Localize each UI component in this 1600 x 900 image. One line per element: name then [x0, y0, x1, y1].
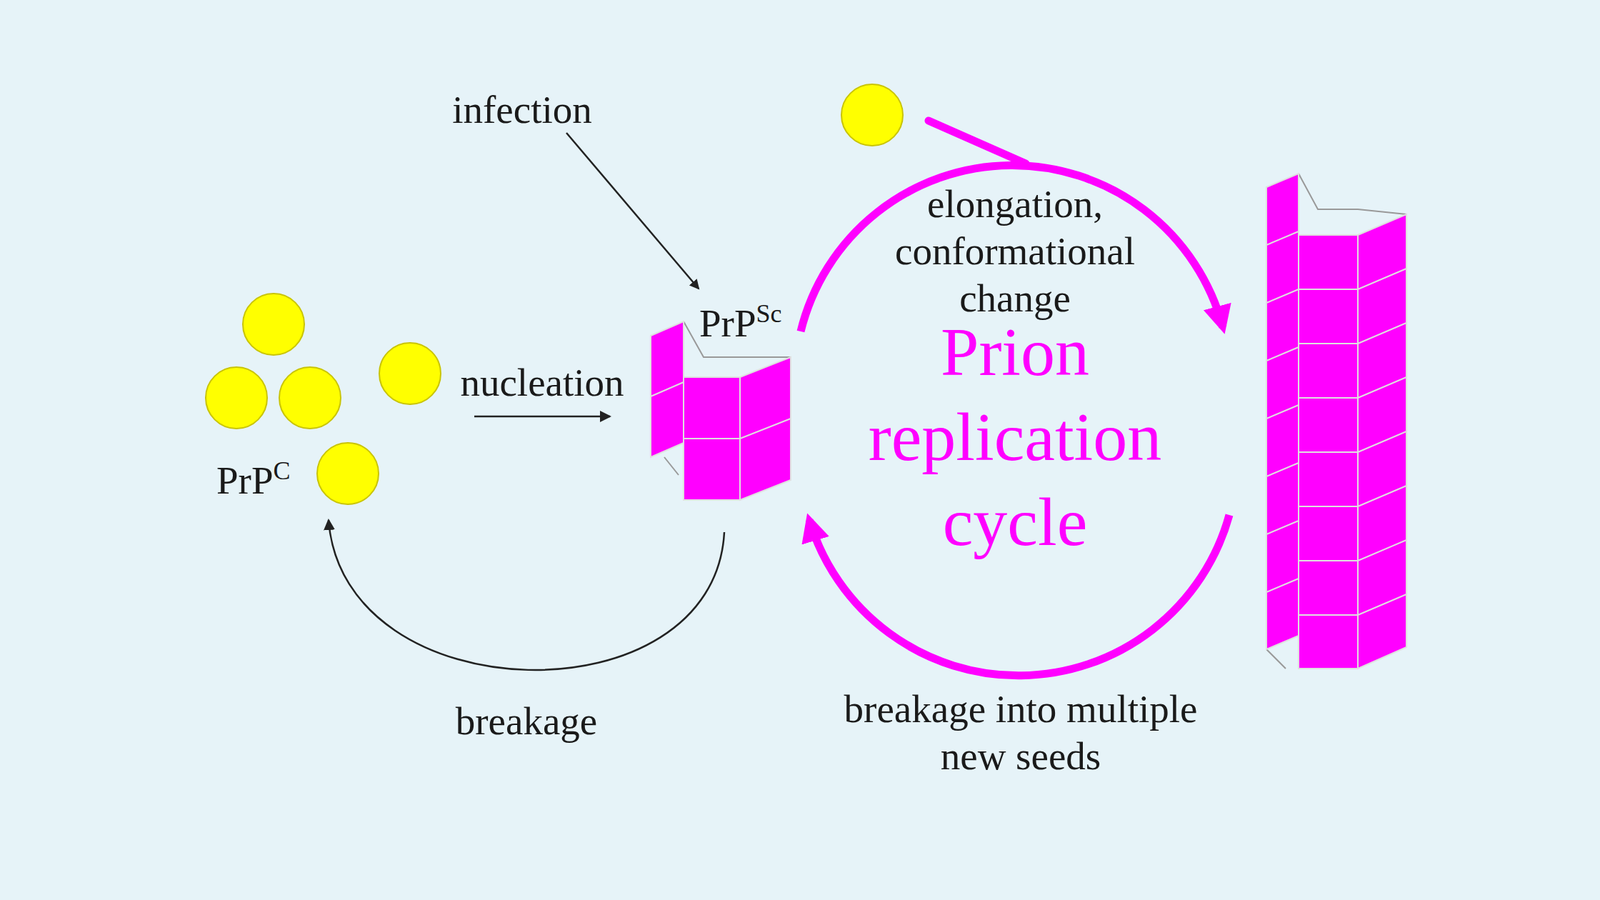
- edge-label: nucleation: [460, 359, 624, 407]
- process-arrow: [328, 520, 725, 670]
- node-label: PrPC: [216, 457, 291, 509]
- infection-arrow: [566, 132, 699, 289]
- node-label: PrPSc: [699, 300, 783, 352]
- monomer-feed-line: [928, 120, 1026, 164]
- prpsc-seed: [650, 321, 791, 500]
- protein-name: PrP: [216, 458, 274, 503]
- protein-superscript: Sc: [756, 299, 783, 328]
- prpsc-seed-node: PrPSc: [642, 300, 797, 508]
- prpc-molecules: [205, 84, 903, 505]
- cycle-title: Prion replication cycle: [854, 309, 1176, 565]
- elongation-label: elongation, conformational change: [882, 180, 1148, 323]
- breakage-seeds-label: breakage into multiple new seeds: [827, 685, 1214, 780]
- protein-superscript: C: [273, 456, 291, 485]
- prpc-pool: PrPC: [207, 285, 458, 500]
- prpsc-fibril: [1266, 173, 1407, 669]
- infection-label: infection: [415, 86, 630, 134]
- protein-name: PrP: [699, 301, 757, 345]
- edge-label: breakage: [455, 697, 598, 745]
- process-arrow: [474, 415, 610, 418]
- cycle-arrow-top: [800, 165, 1223, 332]
